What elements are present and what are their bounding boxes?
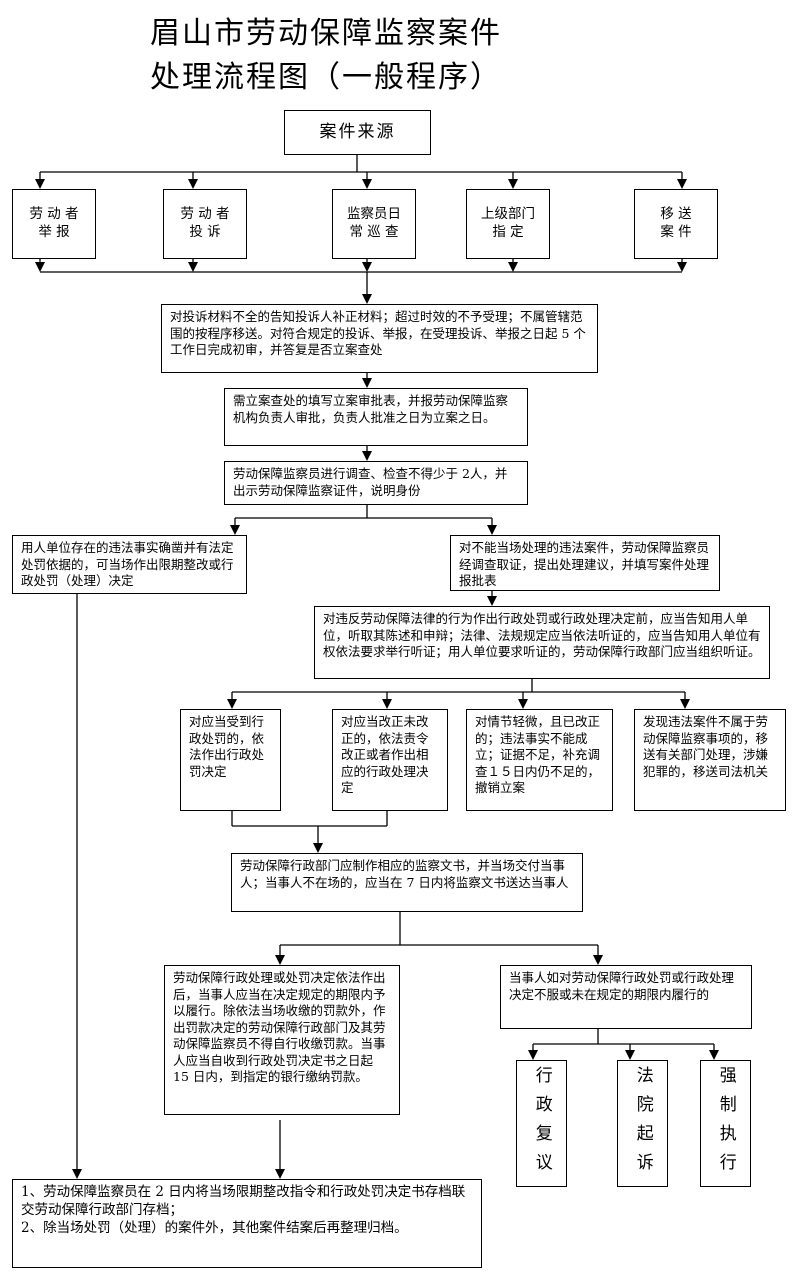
step-dispute-decision: 当事人如对劳动保障行政处罚或行政处理决定不服或未在规定的期限内履行的: [500, 965, 752, 1029]
outcome-transfer-case: 发现违法案件不属于劳动保障监察事项的，移送有关部门处理，涉嫌犯罪的，移送司法机关: [634, 709, 786, 811]
step-notify-hearing: 对违反劳动保障法律的行为作出行政处罚或行政处理决定前，应当告知用人单位，听取其陈…: [314, 606, 770, 679]
step-accept-review: 对投诉材料不全的告知投诉人补正材料；超过时效的不予受理；不属管辖范围的按程序移送…: [161, 304, 598, 373]
step-execute-decision: 劳动保障行政处理或处罚决定依法作出后，当事人应当在决定规定的期限内予以履行。除依…: [164, 965, 400, 1115]
source-superior-assigned: 上级部门 指 定: [466, 189, 550, 259]
case-source-box: 案件来源: [284, 110, 431, 155]
source-transferred-case: 移 送 案 件: [634, 189, 718, 259]
remedy-administrative-review: 行政复议: [516, 1060, 567, 1187]
step-archive: 1、劳动保障监察员在 2 日内将当场限期整改指令和行政处罚决定书存档联交劳动保障…: [12, 1179, 482, 1268]
branch-on-site-decision: 用人单位存在的违法事实确凿并有法定处罚依据的，可当场作出限期整改或行政处罚（处理…: [12, 535, 247, 594]
source-inspector-patrol: 监察员日 常 巡 查: [332, 189, 416, 259]
title-line-1: 眉山市劳动保障监察案件: [150, 16, 502, 51]
step-investigation: 劳动保障监察员进行调查、检查不得少于 2人，并出示劳动保障监察证件，说明身份: [224, 461, 528, 505]
remedy-enforcement: 强制执行: [700, 1060, 751, 1187]
step-serve-documents: 劳动保障行政部门应制作相应的监察文书，并当场交付当事人；当事人不在场的，应当在 …: [231, 853, 583, 912]
outcome-revoke-case: 对情节轻微，且已改正的；违法事实不能成立；证据不足，补充调查１５日内仍不足的，撤…: [466, 709, 613, 811]
outcome-rectification-order: 对应当改正未改正的，依法责令改正或者作出相应的行政处理决定: [332, 709, 448, 811]
remedy-court-lawsuit: 法院起诉: [617, 1060, 668, 1187]
outcome-administrative-penalty: 对应当受到行政处罚的，依法作出行政处罚决定: [180, 709, 281, 811]
step-register-case: 需立案查处的填写立案审批表，并报劳动保障监察机构负责人审批，负责人批准之日为立案…: [224, 388, 528, 446]
source-worker-complaint: 劳 动 者 投 诉: [163, 189, 247, 259]
source-worker-report: 劳 动 者 举 报: [12, 189, 96, 259]
title-line-2: 处理流程图（一般程序）: [150, 60, 502, 95]
branch-report-approval: 对不能当场处理的违法案件，劳动保障监察员经调查取证，提出处理建议，并填写案件处理…: [450, 535, 720, 591]
